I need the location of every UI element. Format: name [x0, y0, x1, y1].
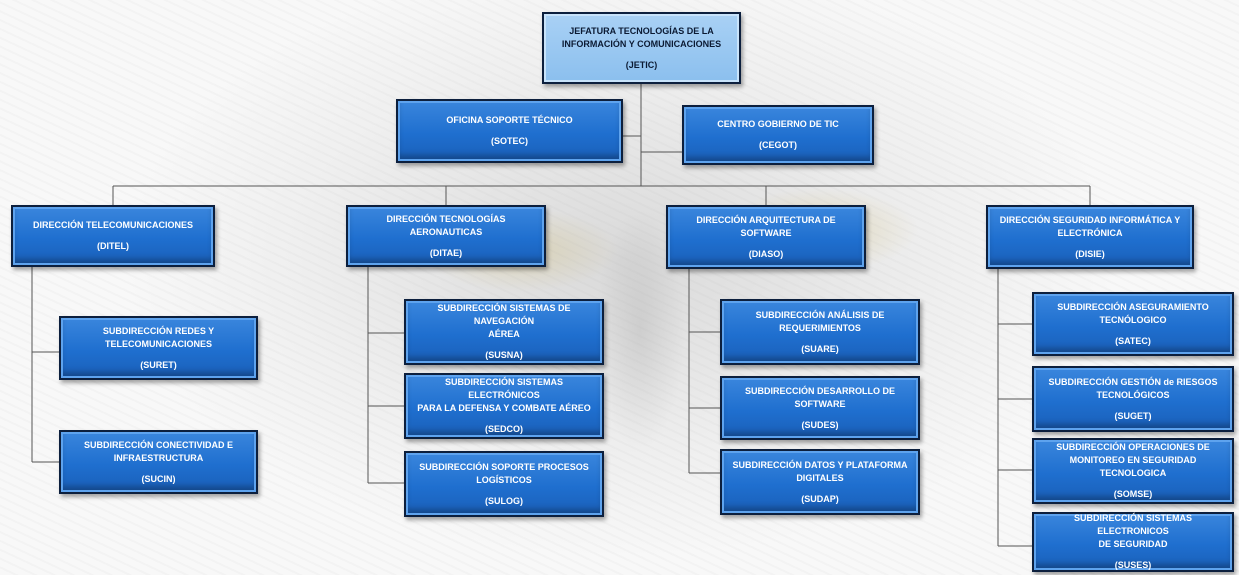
sotec-code: (SOTEC) — [491, 136, 528, 146]
suget-code: (SUGET) — [1114, 410, 1152, 421]
susna-code: (SUSNA) — [485, 350, 523, 360]
sucin-box: SUBDIRECCIÓN CONECTIVIDAD E INFRAESTRUCT… — [59, 430, 258, 494]
sotec-title: OFICINA SOPORTE TÉCNICO — [446, 115, 573, 125]
sedco-code: (SEDCO) — [485, 424, 523, 434]
somse-code: (SOMSE) — [1113, 489, 1153, 499]
sudap-box: SUBDIRECCIÓN DATOS Y PLATAFORMA DIGITALE… — [720, 449, 920, 515]
suare-box: SUBDIRECCIÓN ANÁLISIS DE REQUERIMIENTOS … — [720, 299, 920, 365]
sulog-box: SUBDIRECCIÓN SOPORTE PROCESOS LOGÍSTICOS… — [404, 451, 604, 517]
jetic-box: JEFATURA TECNOLOGÍAS DE LA INFORMACIÓN Y… — [542, 12, 741, 84]
disie-box: DIRECCIÓN SEGURIDAD INFORMÁTICA Y ELECTR… — [986, 205, 1194, 269]
ditel-box: DIRECCIÓN TELECOMUNICACIONES (DITEL) — [11, 205, 215, 267]
sucin-title: SUBDIRECCIÓN CONECTIVIDAD E INFRAESTRUCT… — [83, 439, 233, 463]
satec-code: (SATEC) — [1115, 335, 1151, 346]
sudes-code: (SUDES) — [801, 419, 839, 430]
satec-box: SUBDIRECCIÓN ASEGURAMIENTO TECNÓLOGICO (… — [1032, 292, 1234, 356]
sulog-code: (SULOG) — [485, 495, 523, 506]
sedco-box: SUBDIRECCIÓN SISTEMAS ELECTRÓNICOS PARA … — [404, 373, 604, 439]
suare-code: (SUARE) — [801, 343, 839, 354]
suret-box: SUBDIRECCIÓN REDES Y TELECOMUNICACIONES … — [59, 316, 258, 380]
susna-title: SUBDIRECCIÓN SISTEMAS DE NAVEGACIÓN AÉRE… — [437, 303, 571, 339]
ditae-code: (DITAE) — [429, 247, 463, 258]
sudap-title: SUBDIRECCIÓN DATOS Y PLATAFORMA DIGITALE… — [732, 459, 908, 483]
suret-title: SUBDIRECCIÓN REDES Y TELECOMUNICACIONES — [102, 325, 215, 349]
jetic-title: JEFATURA TECNOLOGÍAS DE LA INFORMACIÓN Y… — [561, 25, 722, 49]
suses-title: SUBDIRECCIÓN SISTEMAS ELECTRONICOS DE SE… — [1073, 513, 1192, 549]
ditae-box: DIRECCIÓN TECNOLOGÍAS AERONAUTICAS (DITA… — [346, 205, 546, 267]
cegot-title: CENTRO GOBIERNO DE TIC — [717, 119, 839, 129]
satec-title: SUBDIRECCIÓN ASEGURAMIENTO TECNÓLOGICO — [1057, 301, 1209, 325]
suare-title: SUBDIRECCIÓN ANÁLISIS DE REQUERIMIENTOS — [755, 309, 885, 333]
disie-title: DIRECCIÓN SEGURIDAD INFORMÁTICA Y ELECTR… — [999, 214, 1181, 238]
suget-title: SUBDIRECCIÓN GESTIÓN de RIESGOS TECNOLÓG… — [1048, 376, 1218, 400]
ditel-title: DIRECCIÓN TELECOMUNICACIONES — [32, 220, 193, 230]
suses-code: (SUSES) — [1114, 560, 1152, 570]
sedco-title: SUBDIRECCIÓN SISTEMAS ELECTRÓNICOS PARA … — [417, 377, 591, 413]
somse-box: SUBDIRECCIÓN OPERACIONES DE MONITOREO EN… — [1032, 438, 1234, 504]
suget-box: SUBDIRECCIÓN GESTIÓN de RIESGOS TECNOLÓG… — [1032, 366, 1234, 432]
sudap-code: (SUDAP) — [801, 493, 839, 504]
ditae-title: DIRECCIÓN TECNOLOGÍAS AERONAUTICAS — [386, 213, 506, 237]
cegot-code: (CEGOT) — [759, 140, 797, 150]
sucin-code: (SUCIN) — [141, 473, 176, 484]
diaso-title: DIRECCIÓN ARQUITECTURA DE SOFTWARE — [696, 214, 836, 238]
jetic-code: (JETIC) — [625, 59, 658, 70]
diaso-box: DIRECCIÓN ARQUITECTURA DE SOFTWARE (DIAS… — [666, 205, 866, 269]
susna-box: SUBDIRECCIÓN SISTEMAS DE NAVEGACIÓN AÉRE… — [404, 299, 604, 365]
somse-title: SUBDIRECCIÓN OPERACIONES DE MONITOREO EN… — [1056, 442, 1210, 478]
disie-code: (DISIE) — [1075, 248, 1105, 259]
suret-code: (SURET) — [140, 359, 177, 370]
sudes-title: SUBDIRECCIÓN DESARROLLO DE SOFTWARE — [744, 385, 895, 409]
sulog-title: SUBDIRECCIÓN SOPORTE PROCESOS LOGÍSTICOS — [419, 461, 589, 485]
sudes-box: SUBDIRECCIÓN DESARROLLO DE SOFTWARE (SUD… — [720, 376, 920, 440]
cegot-box: CENTRO GOBIERNO DE TIC (CEGOT) — [682, 105, 874, 165]
diaso-code: (DIASO) — [748, 248, 784, 259]
ditel-code: (DITEL) — [97, 241, 129, 251]
sotec-box: OFICINA SOPORTE TÉCNICO (SOTEC) — [396, 99, 623, 163]
suses-box: SUBDIRECCIÓN SISTEMAS ELECTRONICOS DE SE… — [1032, 512, 1234, 572]
